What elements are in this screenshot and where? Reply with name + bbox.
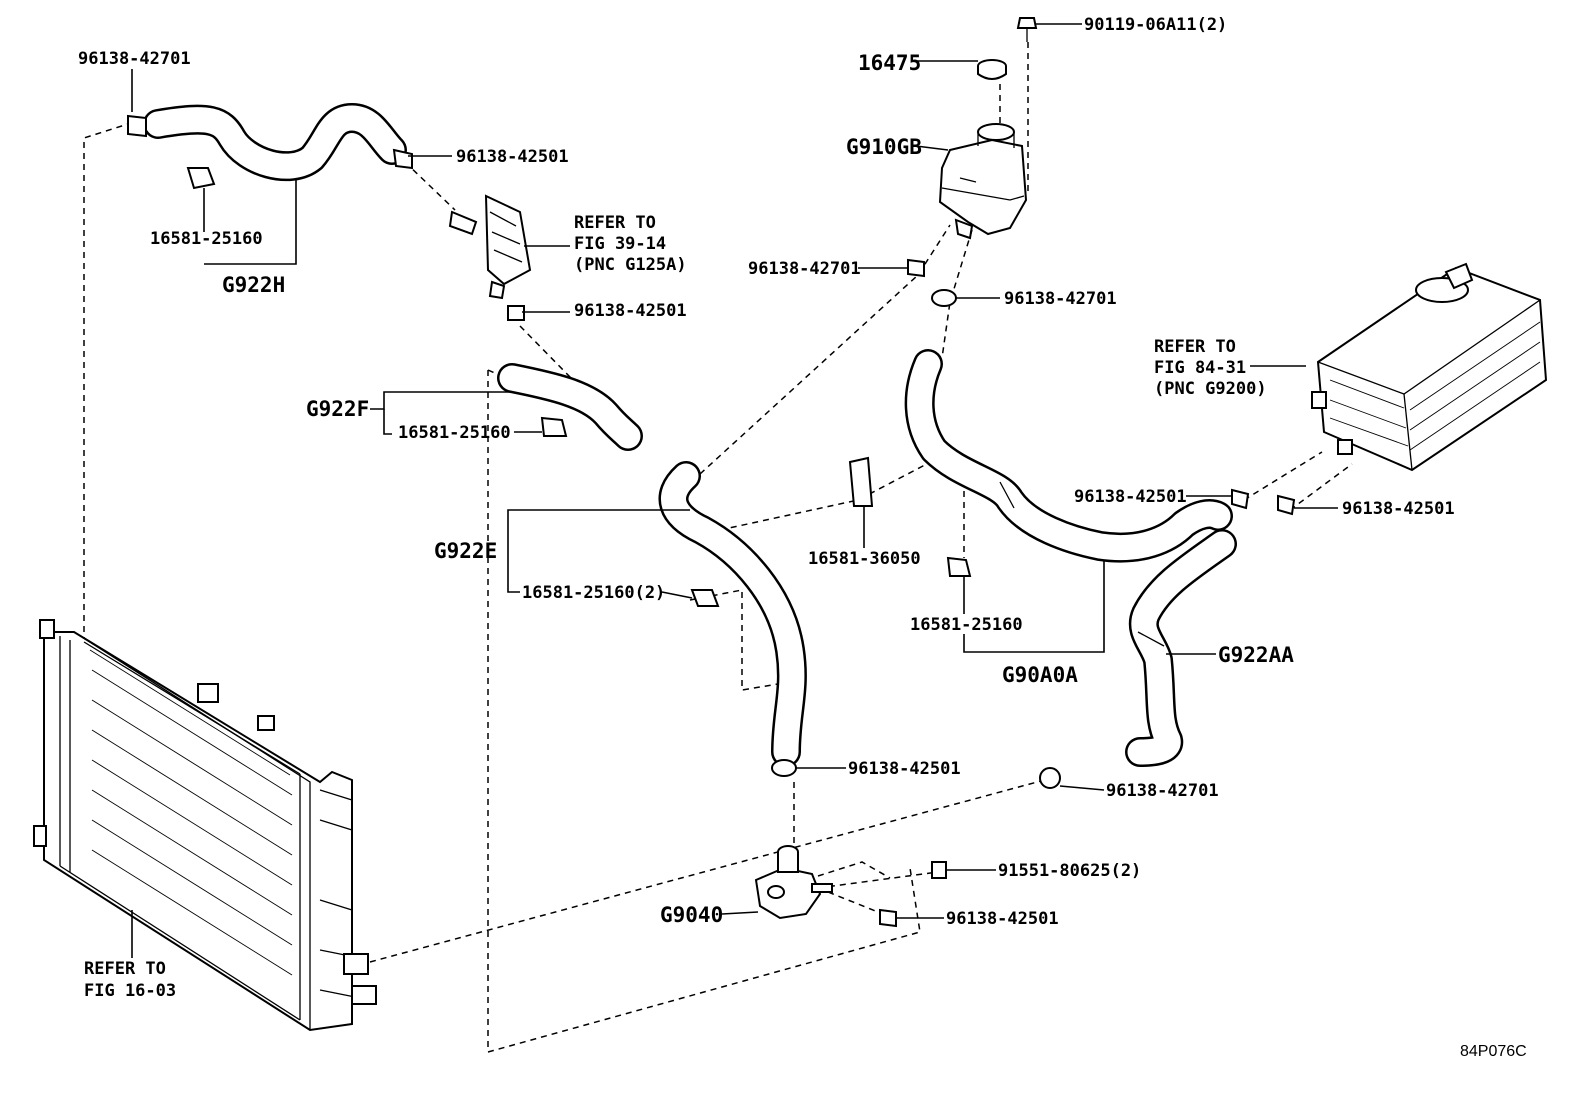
label-clamp-res-left: 96138-42701 (748, 259, 861, 279)
label-refer-84-line2: FIG 84-31 (1154, 358, 1246, 378)
clip-icon (186, 167, 216, 190)
clamp-icon (1039, 767, 1061, 789)
reservoir-tank (938, 123, 1028, 240)
clamp-icon (907, 258, 925, 278)
label-hose-f: G922F (306, 397, 369, 421)
label-clamp-inv-left: 96138-42501 (1074, 487, 1187, 507)
inverter-assembly (1311, 262, 1548, 472)
bracket-component (448, 194, 532, 300)
clamp-icon (127, 114, 147, 138)
label-clamp-pump-right: 96138-42501 (946, 909, 1059, 929)
clamp-icon (1277, 494, 1296, 516)
label-clip-f: 16581-25160 (398, 423, 511, 443)
bolt-top (1016, 17, 1038, 42)
label-refer-39-line3: (PNC G125A) (574, 255, 687, 275)
label-refer-84-line1: REFER TO (1154, 337, 1236, 357)
label-clip-h: 16581-25160 (150, 229, 263, 249)
clip-icon (540, 416, 568, 437)
label-cap: 16475 (858, 51, 921, 75)
hose-g922e (658, 461, 807, 767)
label-pump: G9040 (660, 903, 723, 927)
radiator-fins (89, 649, 293, 976)
clip-icon (690, 589, 720, 607)
clamp-icon (1231, 488, 1250, 510)
label-refer-16-line2: FIG 16-03 (84, 981, 176, 1001)
hose-g90a0a (904, 349, 1233, 563)
hose-g922f (497, 363, 643, 451)
clamp-icon (392, 148, 413, 170)
label-refer-84-line3: (PNC G9200) (1154, 379, 1267, 399)
label-clamp-res-right: 96138-42701 (1004, 289, 1117, 309)
label-clip-e: 16581-25160(2) (522, 583, 665, 603)
label-hose-a0a: G90A0A (1002, 663, 1078, 687)
leader-lines (131, 23, 1338, 958)
label-reservoir: G910GB (846, 135, 922, 159)
label-clip-36050: 16581-36050 (808, 549, 921, 569)
dashed-guide-lines (83, 42, 1353, 1053)
label-clamp-top-left: 96138-42701 (78, 49, 191, 69)
label-refer-16-line1: REFER TO (84, 959, 166, 979)
label-refer-39-line1: REFER TO (574, 213, 656, 233)
label-refer-39-line2: FIG 39-14 (574, 234, 666, 254)
water-pump (754, 845, 833, 920)
label-clamp-inv-right: 96138-42501 (1342, 499, 1455, 519)
label-clamp-aa-bottom: 96138-42701 (1106, 781, 1219, 801)
clip-icon (848, 456, 874, 507)
callout-labels: 90119-06A11(2) 16475 G910GB 96138-42701 … (78, 15, 1527, 1060)
clip-icon (946, 556, 972, 577)
reservoir-cap (977, 59, 1007, 80)
label-clamp-pump-top: 96138-42501 (848, 759, 961, 779)
label-clamp-h-right: 96138-42501 (456, 147, 569, 167)
hose-g922h (143, 103, 407, 182)
label-clamp-under-bracket: 96138-42501 (574, 301, 687, 321)
label-bolt-pump: 91551-80625(2) (998, 861, 1141, 881)
clamp-icon (771, 759, 797, 777)
diagram-code: 84P076C (1460, 1043, 1527, 1060)
label-clip-a0a: 16581-25160 (910, 615, 1023, 635)
hose-g922aa (1125, 529, 1237, 767)
label-hose-aa: G922AA (1218, 643, 1294, 667)
label-bolt-top: 90119-06A11(2) (1084, 15, 1227, 35)
label-hose-e: G922E (434, 539, 497, 563)
label-hose-h: G922H (222, 273, 285, 297)
clamp-icon (507, 305, 525, 321)
bolt-icon (931, 861, 947, 879)
clamp-icon (879, 908, 897, 928)
clamp-icon (931, 289, 957, 307)
